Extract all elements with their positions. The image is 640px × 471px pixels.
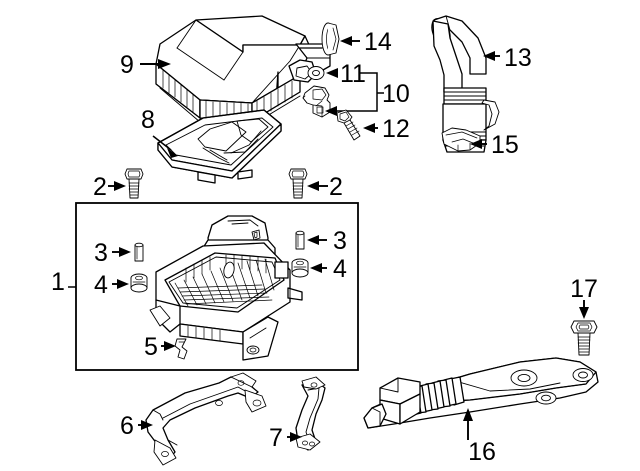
callout-2-right <box>307 181 328 191</box>
callout-label-13: 13 <box>504 44 532 72</box>
callout-4-left <box>112 279 129 289</box>
part-air-intake-duct-resonator <box>363 357 599 429</box>
callout-15 <box>470 139 487 149</box>
callout-label-6: 6 <box>120 412 134 440</box>
callout-label-4b: 4 <box>333 255 347 283</box>
part-air-filter-element <box>157 109 282 184</box>
part-sensor-o-ring <box>307 66 325 80</box>
part-support-bracket-short <box>295 376 326 451</box>
callout-8 <box>152 135 178 158</box>
callout-17 <box>579 300 589 319</box>
callout-14 <box>340 36 360 46</box>
callout-label-3b: 3 <box>333 227 347 255</box>
part-cover-bolt-left <box>124 168 144 199</box>
callout-3-right <box>307 235 327 245</box>
part-mount-pin-right <box>295 230 305 250</box>
callout-6 <box>138 420 153 430</box>
callout-label-5: 5 <box>144 333 158 361</box>
part-sensor-screw <box>336 109 361 141</box>
callout-label-10: 10 <box>382 80 410 108</box>
callout-label-2a: 2 <box>93 173 107 201</box>
part-housing-clip <box>174 338 188 360</box>
callout-11 <box>326 68 338 78</box>
callout-9 <box>140 59 171 69</box>
part-cover-bolt-right <box>288 168 308 199</box>
callout-label-8: 8 <box>141 106 155 134</box>
part-mount-grommet-left <box>130 273 148 293</box>
part-intake-seal-ring <box>321 22 340 56</box>
callout-13 <box>483 51 500 61</box>
callout-label-16: 16 <box>468 438 496 466</box>
callout-label-2b: 2 <box>329 173 343 201</box>
callout-12 <box>363 123 378 133</box>
callout-7 <box>287 432 302 442</box>
callout-label-9: 9 <box>120 51 134 79</box>
callout-4-right <box>310 263 327 273</box>
callout-label-4a: 4 <box>94 271 108 299</box>
callout-label-3a: 3 <box>94 239 108 267</box>
part-air-cleaner-housing-body <box>149 215 303 361</box>
callout-label-1: 1 <box>51 268 65 296</box>
callout-5 <box>161 341 176 351</box>
part-support-bracket-long <box>145 372 267 466</box>
callout-10-bracket <box>325 72 384 116</box>
callout-label-14: 14 <box>364 28 392 56</box>
part-duct-mounting-bolt <box>570 320 598 356</box>
part-hose-clamp-bracket <box>441 127 481 152</box>
callout-label-15: 15 <box>491 131 519 159</box>
callout-label-11: 11 <box>340 60 366 88</box>
part-mount-pin-left <box>134 242 144 262</box>
callout-2-left <box>108 181 126 191</box>
callout-label-12: 12 <box>382 115 410 143</box>
callout-16 <box>463 408 473 440</box>
callout-label-17: 17 <box>570 275 598 303</box>
part-air-flow-sensor <box>302 85 331 118</box>
callout-3-left <box>112 247 131 257</box>
part-mount-grommet-right <box>291 258 309 278</box>
part-air-cleaner-cover <box>155 15 331 126</box>
callout-label-7: 7 <box>269 424 283 452</box>
